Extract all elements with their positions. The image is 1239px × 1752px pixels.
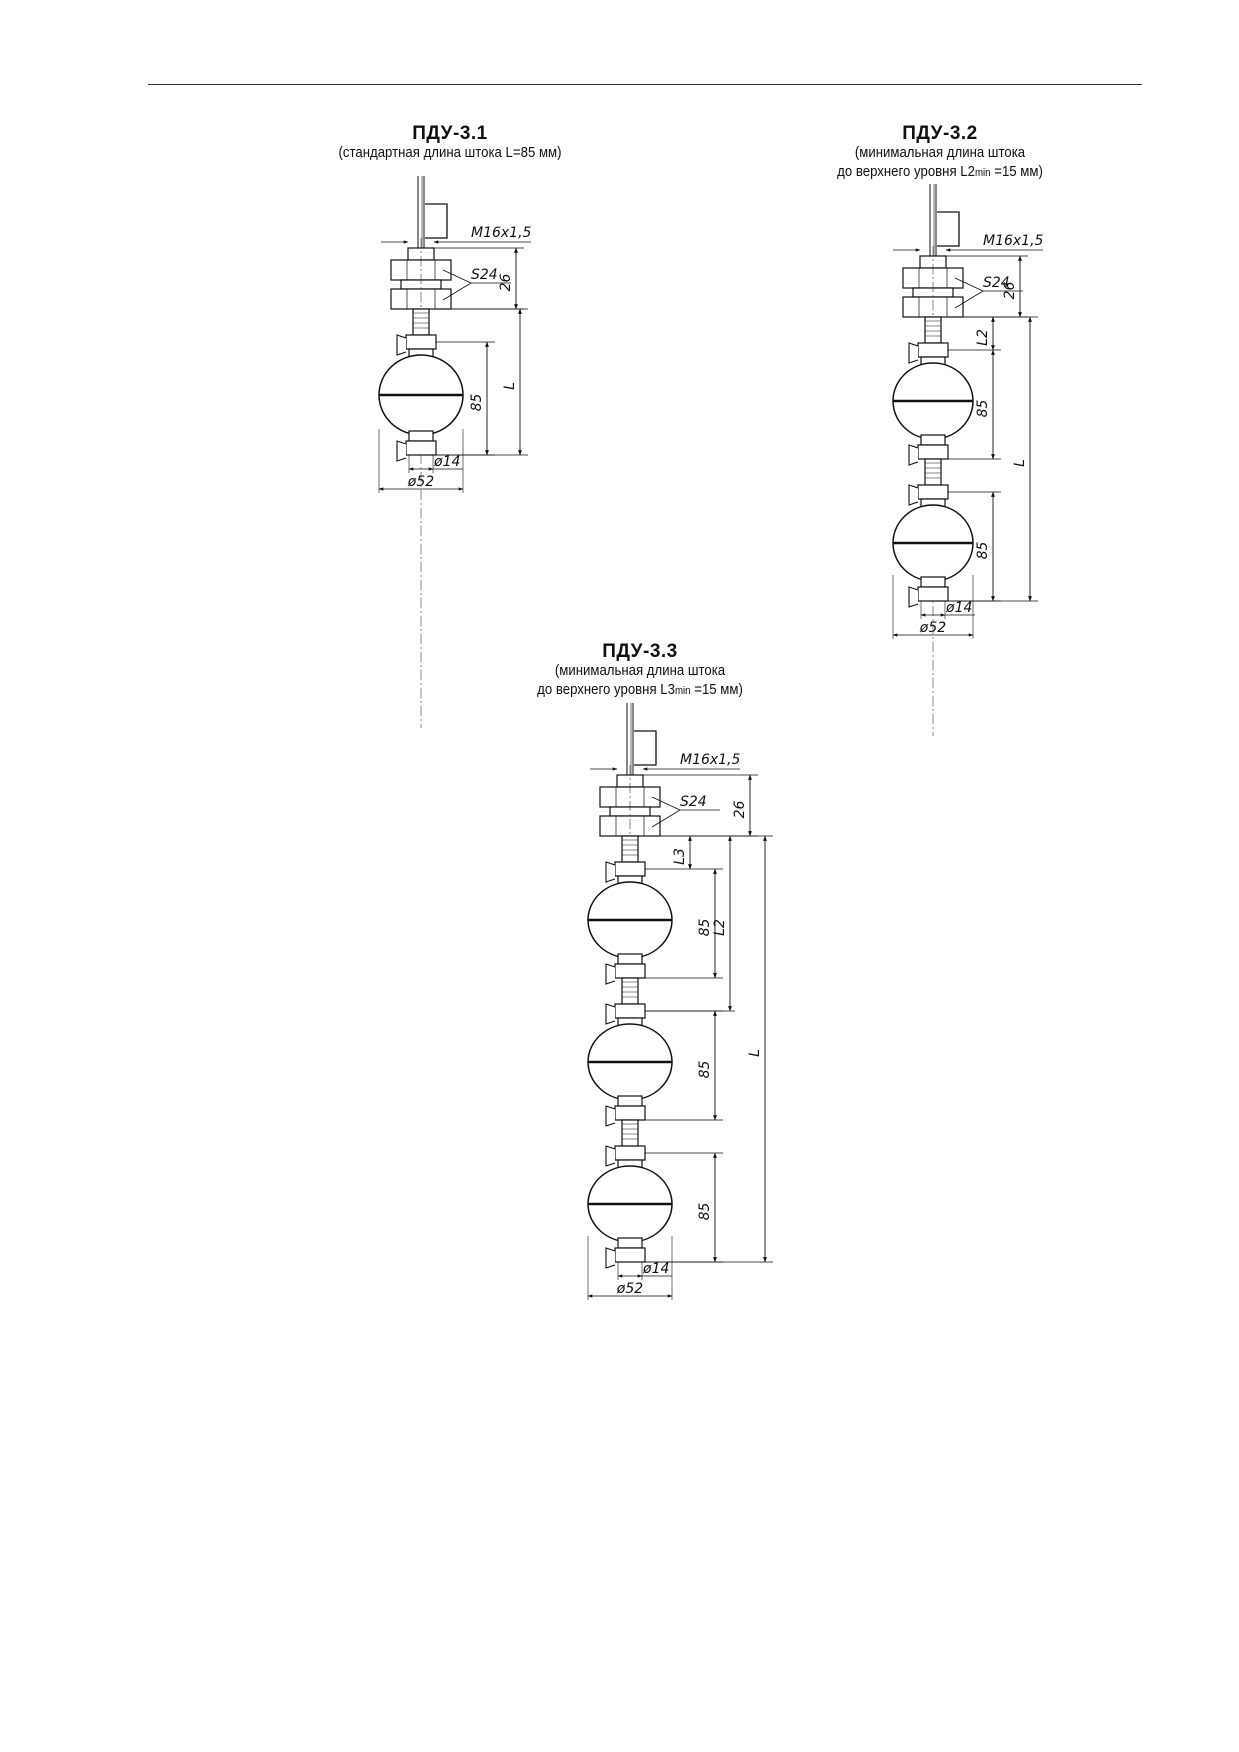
stop-ring [917,342,949,358]
length-L-dimension-label: L [1012,459,1028,467]
stop-ring [614,1247,646,1263]
header-rule [148,84,1142,85]
float-neck-bottom [617,1237,643,1249]
length-L2-dimension-label: L2 [712,919,728,936]
stop-screw [605,1145,616,1167]
float-neck-bottom [920,434,946,446]
stop-ring [614,861,646,877]
caption-text: =15 мм) [990,163,1043,180]
caption-line: (минимальная длина штока [854,144,1026,161]
caption-subscript: min [674,685,691,697]
caption-subscript: min [974,167,991,179]
thread-dimension: M16x1,5 [471,225,532,241]
height-85-dimension-label: 85 [975,542,991,560]
wrench-size: S24 [983,275,1010,291]
wrench-leader [651,796,681,811]
thread-dimension: M16x1,5 [680,752,741,768]
stop-screw [605,861,616,883]
length-L-dimension-label: L [747,1049,763,1057]
wrench-leader [954,277,984,292]
caption-pdu-3-3: ПДУ-3.3 (минимальная длина штока до верх… [510,642,770,701]
stop-screw [396,440,407,462]
diameter-14-label: ø14 [642,1261,669,1277]
stop-ring [917,586,949,602]
diameter-52-label: ø52 [407,474,434,490]
height-26-dimension-label: 26 [498,274,514,292]
diameter-52-label: ø52 [919,620,946,636]
length-L3-dimension-label: L3 [672,848,688,865]
diameter-52-label: ø52 [616,1281,643,1297]
caption-title: ПДУ-3.2 [902,123,978,144]
wrench-leader [954,290,984,309]
wrench-leader [442,282,472,301]
height-26-dimension-label: 26 [732,801,748,819]
stop-screw [605,1003,616,1025]
height-85-dimension-label: 85 [697,919,713,937]
caption-pdu-3-1: ПДУ-3.1 (стандартная длина штока L=85 мм… [300,124,600,162]
height-85-dimension-label: 85 [975,400,991,418]
caption-text: до верхнего уровня L2 [837,163,975,180]
caption-text: =15 мм) [690,681,743,698]
stop-ring [614,963,646,979]
caption-pdu-3-2: ПДУ-3.2 (минимальная длина штока до верх… [810,124,1070,183]
length-L-dimension-label: L [502,382,518,390]
stop-screw [908,444,919,466]
caption-line: (стандартная длина штока L=85 мм) [338,144,562,161]
stop-ring [614,1105,646,1121]
stop-ring [405,334,437,350]
float-neck-bottom [617,953,643,965]
stop-ring [614,1145,646,1161]
stop-ring [405,440,437,456]
caption-line-2: до верхнего уровня L2min =15 мм) [826,162,1055,183]
stop-ring [917,444,949,460]
stop-screw [908,484,919,506]
terminal-box [937,211,960,247]
caption-line: (минимальная длина штока [554,662,726,679]
wrench-size: S24 [471,267,498,283]
diameter-14-label: ø14 [433,454,460,470]
stop-ring [917,484,949,500]
stop-screw [908,586,919,608]
thread-dimension: M16x1,5 [983,233,1044,249]
stop-screw [605,1105,616,1127]
float-neck-bottom [920,576,946,588]
stop-screw [396,334,407,356]
height-85-dimension-label: 85 [697,1203,713,1221]
height-85-dimension-label: 85 [469,394,485,412]
diameter-14-label: ø14 [945,600,972,616]
caption-title: ПДУ-3.1 [412,123,488,144]
terminal-box [634,730,657,766]
stop-ring [614,1003,646,1019]
stop-screw [605,1247,616,1269]
length-L2-dimension-label: L2 [975,329,991,346]
terminal-box [425,203,448,239]
caption-line-2: до верхнего уровня L3min =15 мм) [526,680,755,701]
float-neck-bottom [617,1095,643,1107]
height-26-dimension-label: 26 [1002,282,1018,300]
float-neck-bottom [408,430,434,442]
caption-text: до верхнего уровня L3 [537,681,675,698]
height-85-dimension-label: 85 [697,1061,713,1079]
wrench-leader [442,269,472,284]
wrench-size: S24 [680,794,707,810]
wrench-leader [651,809,681,828]
caption-title: ПДУ-3.3 [602,641,678,662]
stop-screw [605,963,616,985]
stop-screw [908,342,919,364]
